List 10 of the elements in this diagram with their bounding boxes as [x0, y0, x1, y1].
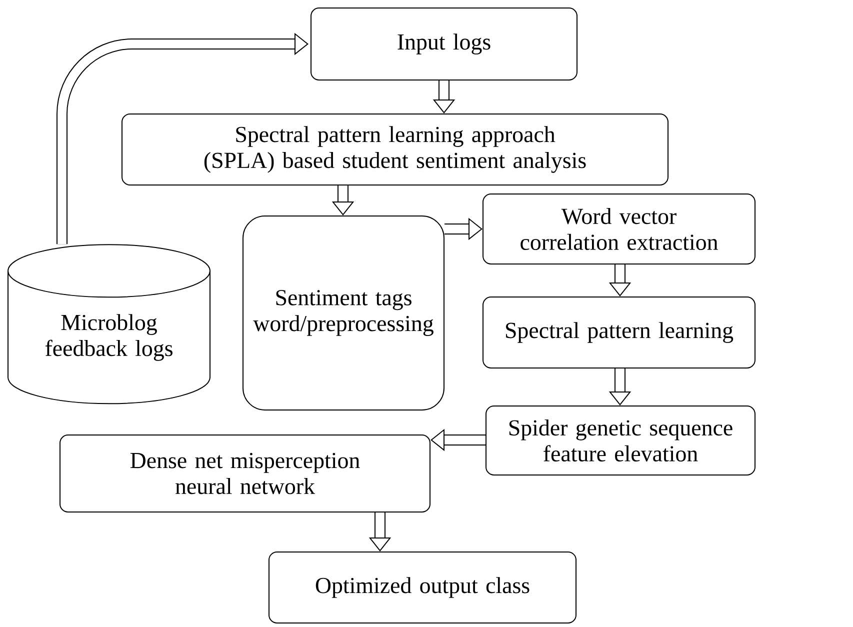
- process-box: Spectral pattern learning approach (SPLA) based student sentiment analysis: [122, 114, 668, 186]
- process-box: Dense net misperception neural network: [60, 434, 430, 512]
- process-box: Word vector correlation extraction: [482, 194, 756, 264]
- process-box: Spectral pattern learning: [482, 296, 756, 368]
- database-cylinder: Microblog feedback logs: [8, 244, 210, 404]
- process-box: Sentiment tags word/preprocessing: [242, 216, 444, 410]
- process-box: Spider genetic sequence feature elevation: [486, 406, 756, 476]
- process-box: Optimized output class: [268, 552, 576, 624]
- block-arrow: [56, 32, 308, 244]
- process-box: Input logs: [310, 8, 578, 80]
